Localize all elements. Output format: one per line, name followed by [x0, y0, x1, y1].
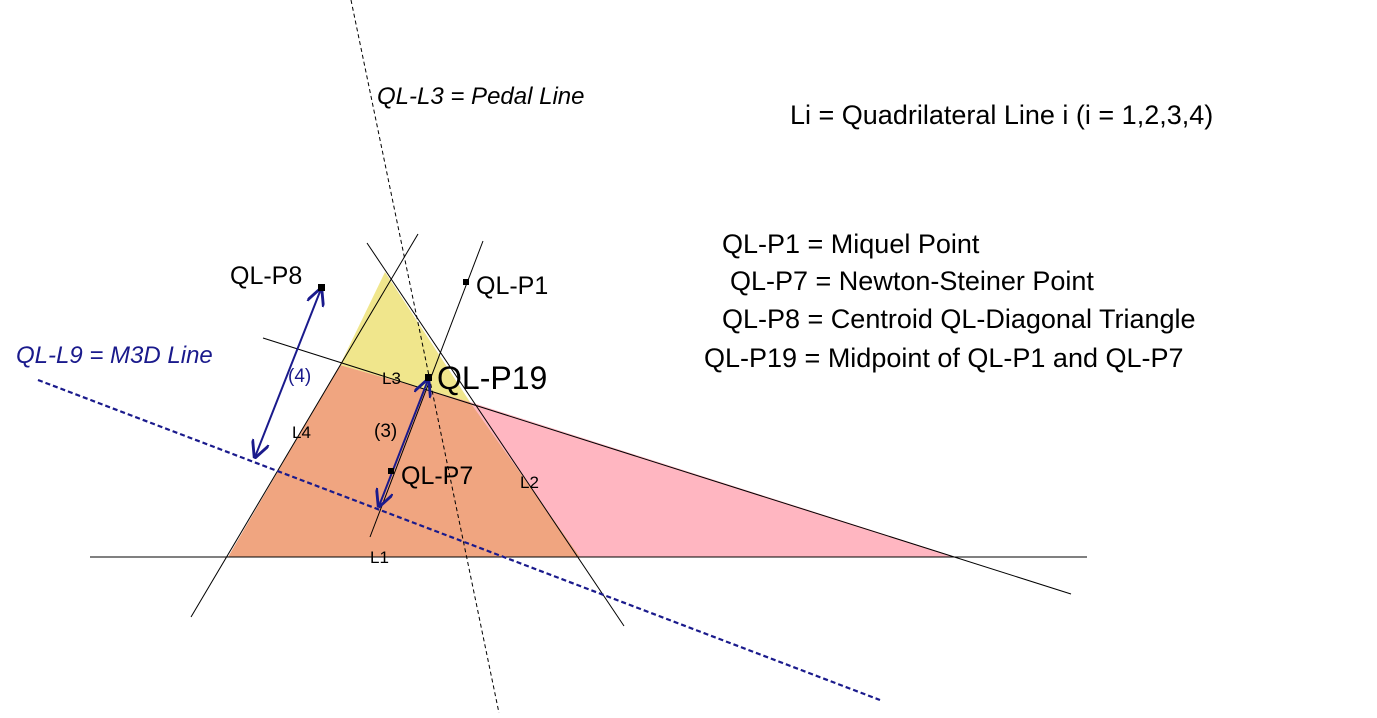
legend-p19: QL-P19 = Midpoint of QL-P1 and QL-P7 — [704, 343, 1184, 373]
distance-arrow-3 — [379, 380, 428, 506]
label-p1: QL-P1 — [476, 272, 548, 300]
legend-p1: QL-P1 = Miquel Point — [722, 229, 980, 259]
pink-region — [470, 402, 956, 557]
legend-p8: QL-P8 = Centroid QL-Diagonal Triangle — [722, 304, 1196, 334]
distance-arrow-4 — [255, 289, 321, 457]
label-p19: QL-P19 — [437, 360, 547, 396]
yellow-region — [340, 272, 470, 402]
point-p1 — [463, 279, 469, 285]
label-l3: L3 — [382, 369, 401, 388]
pedal-line — [350, 0, 500, 714]
legend-p7: QL-P7 = Newton-Steiner Point — [730, 266, 1094, 296]
label-distance-4: (4) — [288, 366, 311, 387]
label-p7: QL-P7 — [401, 462, 473, 490]
point-p19 — [425, 374, 432, 381]
point-p8 — [318, 284, 325, 291]
label-m3d-line: QL-L9 = M3D Line — [16, 342, 213, 369]
label-l1: L1 — [370, 548, 389, 567]
m3d-line — [37, 378, 881, 702]
legend-li: Li = Quadrilateral Line i (i = 1,2,3,4) — [790, 100, 1213, 130]
label-distance-3: (3) — [374, 421, 397, 442]
label-l4: L4 — [292, 423, 311, 442]
point-p7 — [388, 468, 394, 474]
label-l2: L2 — [520, 473, 539, 492]
line-l2 — [366, 242, 625, 627]
label-p8: QL-P8 — [230, 262, 302, 290]
label-pedal-line: QL-L3 = Pedal Line — [377, 83, 584, 110]
